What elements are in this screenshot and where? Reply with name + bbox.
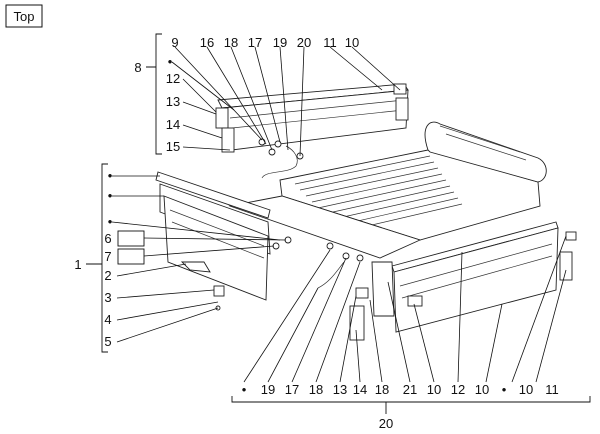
callout-10: 10 xyxy=(475,382,489,397)
callout-17: 17 xyxy=(248,35,262,50)
callouts-bottom: • 19 17 18 13 14 18 21 10 12 10 • 10 11 … xyxy=(242,382,559,431)
callout-19: 19 xyxy=(273,35,287,50)
left-side-panel xyxy=(155,171,292,311)
callout-bullet: • xyxy=(108,214,113,229)
callout-18: 18 xyxy=(224,35,238,50)
callout-13: 13 xyxy=(333,382,347,397)
callout-8: 8 xyxy=(134,60,141,75)
bracket-1 xyxy=(86,163,108,353)
bracket-20 xyxy=(231,396,591,414)
callout-bullet: • xyxy=(502,382,507,397)
callout-18: 18 xyxy=(309,382,323,397)
callouts-top: 9 16 18 17 19 20 11 10 xyxy=(171,35,359,50)
right-side-panel xyxy=(317,221,577,341)
callout-21: 21 xyxy=(403,382,417,397)
callout-20: 20 xyxy=(379,416,393,431)
callout-1: 1 xyxy=(74,257,81,272)
top-back-panel xyxy=(215,83,409,179)
callout-15: 15 xyxy=(166,139,180,154)
callout-14: 14 xyxy=(166,117,180,132)
callout-10: 10 xyxy=(345,35,359,50)
callout-7: 7 xyxy=(104,249,111,264)
callout-11: 11 xyxy=(323,35,337,50)
callout-bullet: • xyxy=(242,382,247,397)
callout-12: 12 xyxy=(166,71,180,86)
callout-10: 10 xyxy=(519,382,533,397)
callout-9: 9 xyxy=(171,35,178,50)
callout-bullet: • xyxy=(108,168,113,183)
callout-bullet: • xyxy=(168,54,173,69)
callout-14: 14 xyxy=(353,382,367,397)
callout-bullet: • xyxy=(108,188,113,203)
callout-6: 6 xyxy=(104,231,111,246)
callout-16: 16 xyxy=(200,35,214,50)
callout-12: 12 xyxy=(451,382,465,397)
callout-19: 19 xyxy=(261,382,275,397)
callout-13: 13 xyxy=(166,94,180,109)
callout-18: 18 xyxy=(375,382,389,397)
svg-text:Top: Top xyxy=(14,9,35,24)
side-tags xyxy=(117,230,145,265)
callout-5: 5 xyxy=(104,334,111,349)
callout-20: 20 xyxy=(297,35,311,50)
callout-3: 3 xyxy=(104,290,111,305)
callout-11: 11 xyxy=(545,382,559,397)
callouts-left: • • • 6 7 1 2 3 4 5 xyxy=(74,168,112,349)
callout-17: 17 xyxy=(285,382,299,397)
callout-2: 2 xyxy=(104,268,111,283)
bracket-8 xyxy=(146,33,162,155)
callout-10: 10 xyxy=(427,382,441,397)
view-label: Top xyxy=(5,4,43,28)
callouts-top-left: 8 • 12 13 14 15 xyxy=(134,54,180,154)
callout-4: 4 xyxy=(104,312,111,327)
truck-bed xyxy=(228,121,547,259)
leader-lines xyxy=(111,46,567,383)
